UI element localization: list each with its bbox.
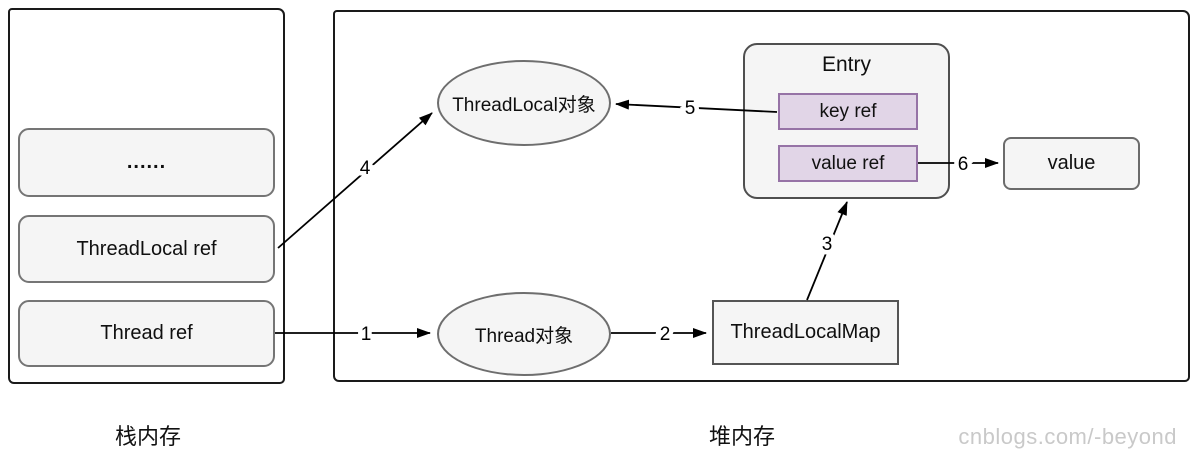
entry-title: Entry <box>821 53 871 76</box>
value-ref-label: value ref <box>811 152 885 174</box>
value-label: value <box>1047 152 1096 174</box>
threadlocalmap-label: ThreadLocalMap <box>730 321 881 343</box>
threadlocal-object-node: ThreadLocal对象 <box>437 60 611 146</box>
value-node: value <box>1003 137 1140 190</box>
stack-slot-thread-ref: Thread ref <box>18 300 275 367</box>
stack-slot-threadlocal-ref: ThreadLocal ref <box>18 215 275 283</box>
threadlocalmap-node: ThreadLocalMap <box>712 300 899 365</box>
thread-object-label: Thread对象 <box>474 325 574 347</box>
entry-value-ref-node: value ref <box>778 145 918 182</box>
threadlocal-ref-label: ThreadLocal ref <box>76 237 217 260</box>
thread-object-node: Thread对象 <box>437 292 611 376</box>
entry-key-ref-node: key ref <box>778 93 918 130</box>
threadlocal-object-label: ThreadLocal对象 <box>452 94 596 116</box>
thread-ref-label: Thread ref <box>100 322 193 344</box>
heap-memory-caption: 堆内存 <box>708 424 775 449</box>
stack-slot-ellipsis-label: ...... <box>126 151 167 173</box>
entry-node: Entry key ref value ref <box>743 43 950 199</box>
watermark-text: cnblogs.com/-beyond <box>958 424 1177 449</box>
key-ref-label: key ref <box>819 100 877 122</box>
stack-memory-caption: 栈内存 <box>114 424 181 449</box>
stack-slot-ellipsis: ...... <box>18 128 275 197</box>
stack-memory-region: ...... ThreadLocal ref Thread ref <box>8 8 285 384</box>
heap-memory-region: ThreadLocal对象 Entry key ref value ref va… <box>333 10 1190 382</box>
